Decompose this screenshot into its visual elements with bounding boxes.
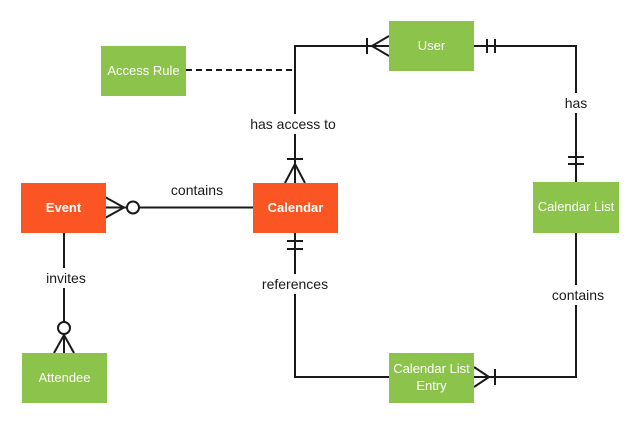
entity-event: Event	[21, 183, 106, 233]
connector	[474, 233, 577, 378]
zero-optional-circle-icon	[126, 200, 140, 215]
relationship-label-contains: contains	[166, 180, 228, 200]
entity-label: Calendar List Entry	[393, 361, 470, 393]
line-user-has-calendar-list	[474, 39, 584, 182]
zero-optional-circle-icon	[57, 321, 71, 335]
relationship-label-references: references	[257, 274, 333, 294]
entity-label: Access Rule	[107, 62, 180, 78]
crow-foot-many-icon	[104, 196, 125, 219]
entity-access-rule: Access Rule	[101, 46, 186, 96]
entity-calendar-list: Calendar List	[533, 182, 619, 233]
entity-label: User	[417, 37, 446, 53]
entity-label: Attendee	[38, 369, 91, 385]
line-calendar-has-access-to-user	[284, 35, 390, 184]
entity-calendar: Calendar	[253, 183, 338, 233]
connector	[294, 45, 389, 183]
relationship-label-contains: contains	[547, 285, 609, 305]
line-event-invites-attendee	[53, 233, 75, 354]
exactly-one-bars-icon	[486, 39, 496, 53]
relationship-label-invites: invites	[42, 268, 90, 288]
line-event-contains-calendar	[104, 196, 253, 219]
line-list-contains-entry	[473, 233, 577, 388]
line-calendar-references-entry	[287, 233, 389, 378]
crow-foot-many-icon	[284, 163, 306, 184]
connector	[294, 233, 389, 378]
entity-label: Calendar List	[537, 199, 615, 215]
exactly-one-bars-icon	[287, 240, 303, 250]
entity-label: Calendar	[267, 199, 324, 215]
connector	[474, 45, 577, 182]
entity-attendee: Attendee	[22, 353, 107, 403]
crow-foot-many-icon	[473, 366, 490, 388]
relationship-label-has-access-to: has access to	[246, 114, 340, 134]
crow-foot-many-icon	[371, 35, 390, 57]
crow-foot-many-icon	[53, 334, 75, 354]
entity-calendar-list-entry: Calendar List Entry	[389, 353, 474, 403]
entity-label: Event	[45, 199, 82, 215]
relationship-label-has: has	[560, 93, 592, 113]
entity-user: User	[389, 21, 474, 71]
exactly-one-bars-icon	[568, 156, 584, 165]
